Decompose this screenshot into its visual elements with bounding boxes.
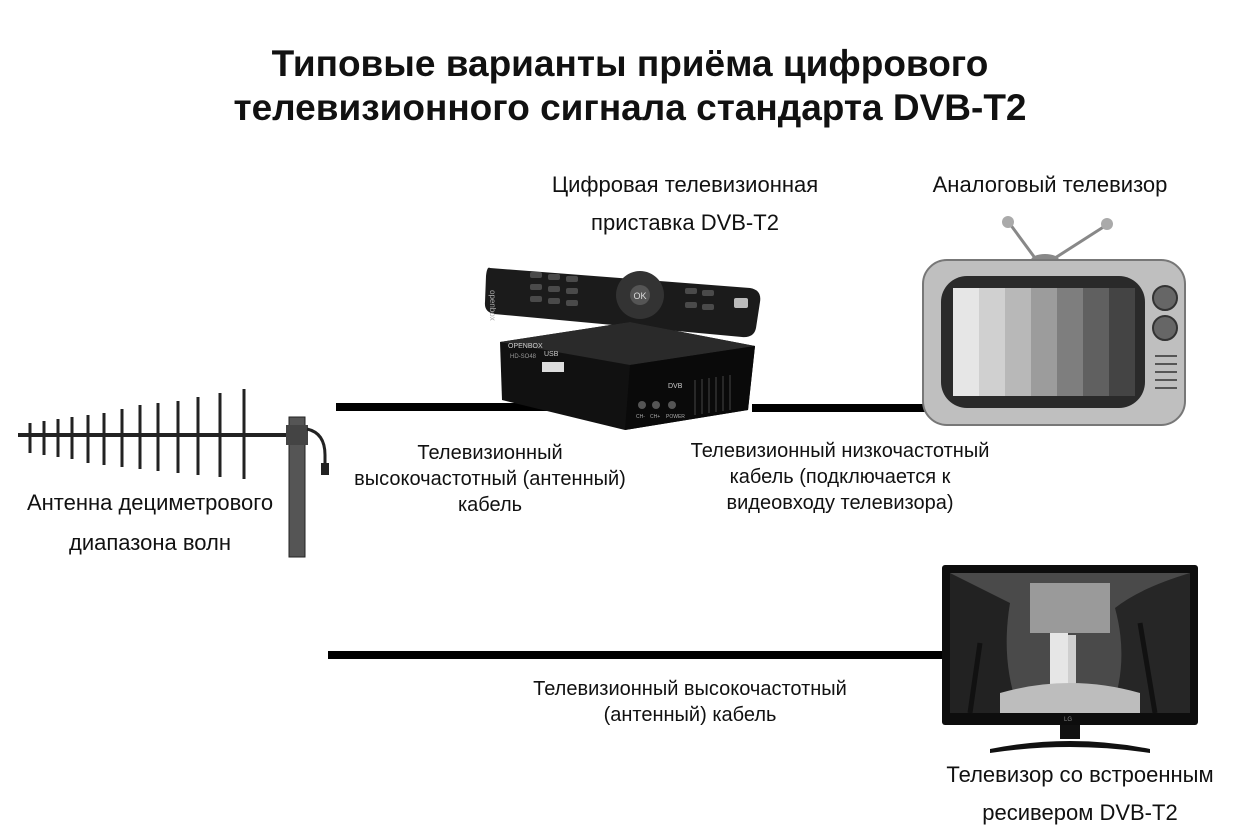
title-line-1: Типовые варианты приёма цифрового xyxy=(271,43,989,84)
waterfall-landscape xyxy=(950,573,1190,714)
flat-tv-icon: LG xyxy=(942,565,1198,753)
rf-cable-label: Телевизионный высокочастотный (антенный)… xyxy=(330,440,650,518)
rf-cable-line xyxy=(336,403,598,411)
lf-cable-label-line-2: кабель (подключается к xyxy=(729,466,951,488)
stb-label: Цифровая телевизионная приставка DVB-T2 xyxy=(500,170,870,238)
svg-text:OK: OK xyxy=(633,291,646,301)
rf-cable-2-label-line-2: (антенный) кабель xyxy=(603,704,777,726)
rf-cable-label-line-3: кабель xyxy=(457,494,523,516)
lf-cable-label-line-1: Телевизионный низкочастотный xyxy=(690,440,990,462)
rf-cable-2-label-line-1: Телевизионный высокочастотный xyxy=(533,678,847,700)
antenna-label-line-2: диапазона волн xyxy=(68,530,231,555)
smart-tv-label: Телевизор со встроенным ресивером DVB-T2 xyxy=(900,760,1260,828)
lf-cable-label: Телевизионный низкочастотный кабель (под… xyxy=(660,438,1020,516)
svg-text:openbox: openbox xyxy=(488,290,497,321)
title-line-2: телевизионного сигнала стандарта DVB-T2 xyxy=(233,87,1027,128)
stb-label-line-2: приставка DVB-T2 xyxy=(591,210,779,235)
antenna-icon xyxy=(18,389,329,558)
svg-text:LG: LG xyxy=(1064,717,1072,723)
svg-text:OPENBOX: OPENBOX xyxy=(508,343,543,350)
lf-cable-line xyxy=(752,404,928,412)
stb-label-line-1: Цифровая телевизионная xyxy=(551,172,819,197)
rf-cable-label-line-2: высокочастотный (антенный) xyxy=(354,468,626,490)
analog-tv-label: Аналоговый телевизор xyxy=(932,172,1168,197)
svg-text:DVB: DVB xyxy=(668,383,683,390)
tv-test-pattern xyxy=(953,288,1135,396)
svg-text:HD-SO48: HD-SO48 xyxy=(510,354,537,360)
antenna-label: Антенна дециметрового диапазона волн xyxy=(0,488,300,558)
usb-port-icon xyxy=(542,362,564,372)
svg-text:USB: USB xyxy=(544,351,559,358)
page-title: Типовые варианты приёма цифрового телеви… xyxy=(0,42,1260,130)
lf-cable-label-line-3: видеовходу телевизора) xyxy=(726,492,954,514)
svg-text:CH+: CH+ xyxy=(650,414,660,420)
rf-cable-line-2 xyxy=(328,651,944,659)
rf-cable-2-label: Телевизионный высокочастотный (антенный)… xyxy=(480,676,900,728)
set-top-box-icon: OK openbox USB OPENBOX HD-SO48 DVB CH- C… xyxy=(484,267,761,430)
smart-tv-label-line-2: ресивером DVB-T2 xyxy=(982,800,1178,825)
remote-control-icon: OK openbox xyxy=(484,267,761,338)
analog-tv-icon xyxy=(922,216,1186,426)
svg-text:CH-: CH- xyxy=(636,414,645,420)
smart-tv-label-line-1: Телевизор со встроенным xyxy=(946,762,1214,787)
rf-cable-label-line-1: Телевизионный xyxy=(417,442,563,464)
antenna-label-line-1: Антенна дециметрового xyxy=(26,490,274,515)
svg-text:POWER: POWER xyxy=(666,414,685,420)
